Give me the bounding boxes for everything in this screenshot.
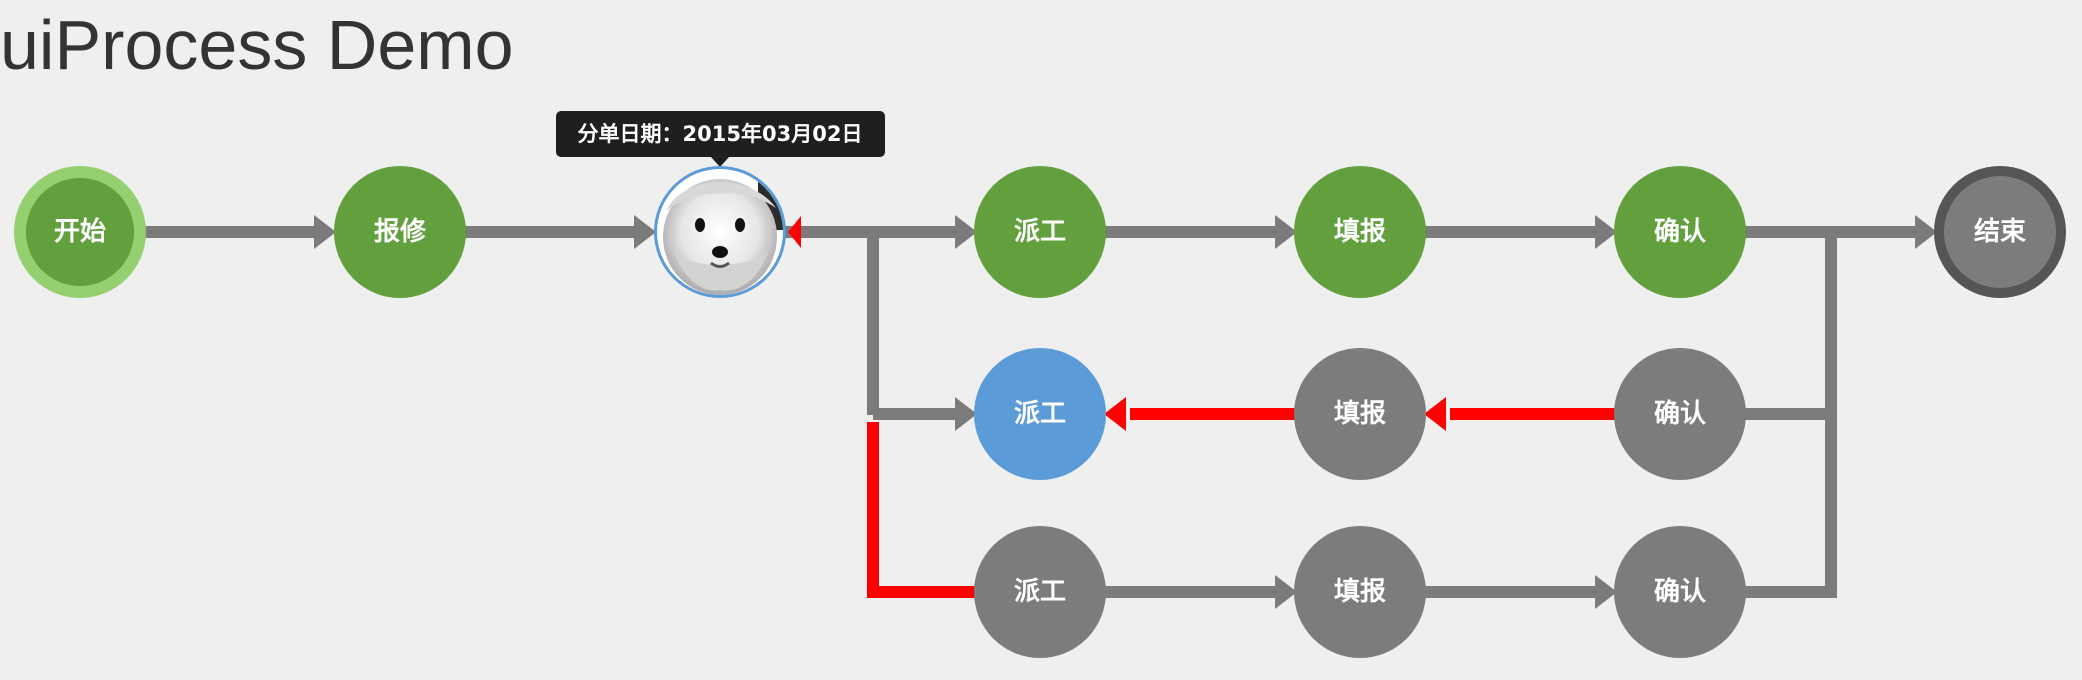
confirm-bottom-circle — [1614, 526, 1746, 658]
fill-bottom-circle — [1294, 526, 1426, 658]
dog-left-eye — [695, 218, 705, 232]
dog-mouth — [710, 261, 730, 268]
confirm-middle-circle — [1614, 348, 1746, 480]
report-repair-circle — [334, 166, 466, 298]
node-dispatch-middle[interactable]: 派工 — [974, 348, 1106, 480]
arrowhead-fill-bottom — [1275, 575, 1297, 609]
tooltip-box — [556, 111, 885, 157]
node-dispatch-bottom[interactable]: 派工 — [974, 526, 1106, 658]
fill-top-circle — [1294, 166, 1426, 298]
node-label-dispatch-bottom: 派工 — [1014, 577, 1066, 607]
red-return-marker — [788, 216, 801, 248]
node-label-confirm-top: 确认 — [1654, 216, 1706, 247]
node-start[interactable]: 开始 — [14, 166, 146, 298]
dog-chin-fur — [674, 252, 768, 291]
fill-middle-circle — [1294, 348, 1426, 480]
arrowhead-fill-top — [1275, 215, 1297, 249]
dog-avatar-icon — [657, 169, 783, 295]
node-label-confirm-middle: 确认 — [1654, 398, 1706, 429]
page-title: uiProcess Demo — [0, 6, 514, 84]
arrowhead-confirm-top — [1595, 215, 1617, 249]
red-arrowhead-dispatch — [1104, 397, 1126, 431]
end-inner-circle — [1944, 176, 2056, 288]
branch-connectors — [867, 232, 1837, 609]
node-fill-middle[interactable]: 填报 — [1294, 348, 1426, 480]
tooltip-pointer — [711, 157, 729, 167]
node-confirm-top[interactable]: 确认 — [1614, 166, 1746, 298]
tooltip-text: 分单日期：2015年03月02日 — [578, 122, 863, 146]
node-report-repair[interactable]: 报修 — [334, 166, 466, 298]
node-label-start: 开始 — [54, 217, 106, 247]
dog-right-eye — [735, 218, 745, 232]
node-avatar-step[interactable] — [654, 166, 786, 298]
dog-nose — [712, 246, 728, 258]
arrowhead-confirm-bottom — [1595, 575, 1617, 609]
node-dispatch-top[interactable]: 派工 — [974, 166, 1106, 298]
arrowhead-report — [314, 215, 336, 249]
node-confirm-bottom[interactable]: 确认 — [1614, 526, 1746, 658]
dog-head-fur — [666, 182, 776, 211]
node-label-fill-middle: 填报 — [1334, 398, 1386, 429]
node-fill-bottom[interactable]: 填报 — [1294, 526, 1426, 658]
start-inner-circle — [26, 178, 134, 286]
node-fill-top[interactable]: 填报 — [1294, 166, 1426, 298]
arrowhead-dispatch-top — [955, 215, 977, 249]
confirm-top-circle — [1614, 166, 1746, 298]
node-label-dispatch-top: 派工 — [1014, 217, 1066, 247]
node-label-confirm-bottom: 确认 — [1654, 576, 1706, 607]
node-label-dispatch-middle: 派工 — [1014, 399, 1066, 429]
node-confirm-middle[interactable]: 确认 — [1614, 348, 1746, 480]
node-end[interactable]: 结束 — [1934, 166, 2066, 298]
dispatch-bottom-circle — [974, 526, 1106, 658]
dispatch-middle-circle — [974, 348, 1106, 480]
node-label-end: 结束 — [1974, 216, 2027, 247]
node-label-fill-bottom: 填报 — [1334, 576, 1386, 607]
tooltip: 分单日期：2015年03月02日 — [556, 111, 885, 167]
dispatch-top-circle — [974, 166, 1106, 298]
arrowhead-dispatch-middle — [955, 397, 977, 431]
arrowhead-end — [1915, 215, 1937, 249]
node-label-report-repair: 报修 — [374, 216, 427, 247]
arrowhead-avatar — [634, 215, 656, 249]
red-arrowhead-fill — [1424, 397, 1446, 431]
node-label-fill-top: 填报 — [1334, 216, 1386, 247]
